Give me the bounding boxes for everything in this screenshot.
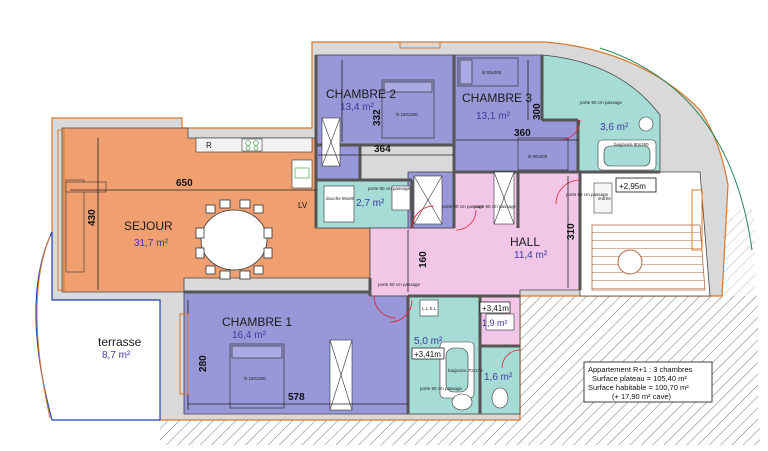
wc-bottom-area: 1,6 m² [484,372,513,383]
door-c3-label: porte 80 cm passage [474,204,517,209]
summary-line3: Surface habitable = 100,70 m² [588,383,689,392]
dim-578: 578 [288,392,305,403]
chambre1-area: 16,4 m² [232,330,267,341]
bathtub-bottom-label: baignoire 70x170 [448,368,483,373]
dim-650: 650 [176,178,193,189]
bath-fixtures [323,116,657,411]
door-swings [373,119,581,369]
shower-wc-top-label: douche 90x90 [326,196,355,201]
chambre3-area: 13,1 m² [476,111,511,122]
closets [321,117,515,411]
summary-box: Appartement R+1 : 3 chambres Surface pla… [583,361,713,403]
dim-364: 364 [374,144,391,155]
dim-332: 332 [372,109,383,126]
door-c2-label: porte 80 cm passage [442,204,485,209]
door-wc-top-label: porte 80 cm passage [368,186,411,191]
dim-280: 280 [198,355,209,372]
windows [57,41,703,395]
bed-chambre3 [457,57,569,171]
sejour-name: SEJOUR [124,219,173,233]
door-stair-label: porte 90 cm passage [566,192,609,197]
staircase [591,182,706,291]
dim-300: 300 [532,103,543,120]
chambre2-name: CHAMBRE 2 [326,87,396,101]
hall-area: 11,4 m² [514,250,548,261]
dimension-lines [70,60,578,410]
dining-table [195,199,273,280]
terrasse-area: 8,7 m² [102,350,131,361]
kitchen-counter [195,137,313,189]
summary-line1: Appartement R+1 : 3 chambres [588,365,693,374]
summary-line2: Surface plateau = 105,40 m² [592,374,687,383]
hall-name: HALL [510,235,540,249]
fridge-label: R [206,141,212,150]
dim-430: 430 [87,209,98,226]
chambre3-name: CHAMBRE 3 [462,91,532,105]
stair-entry-label: entrée [598,196,611,201]
chambre1-name: CHAMBRE 1 [222,315,292,329]
bed-c2-label: lit 160x200 [396,112,418,117]
door-bath-bottom-label: porte 80 cm passage [420,386,463,391]
curved-facade [599,47,753,251]
sejour-area: 31,7 m² [134,238,169,249]
bed-chambre2 [381,79,435,139]
dim-310: 310 [566,223,577,240]
bathtub-top-label: baignoire 80x160 [614,142,649,147]
desk-c3-label: lit 90x200 [528,154,548,159]
sofa [65,179,107,273]
dim-160: 160 [418,251,429,268]
door-c1-label: porte 80 cm passage [378,282,421,287]
fixture-labels: lit 160x200 lit 90x200 lit 90x200 lit 16… [206,70,649,391]
laundry-level: +3,41m [482,304,509,313]
bed-c1-label: lit 160x200 [244,376,266,381]
terrasse [35,231,161,421]
bath-bottom-area: 5,0 m² [414,336,443,347]
laundry-area: 1,9 m² [482,318,508,328]
laundry-machines-label: L.L S.L [422,306,437,311]
bath-top-area: 3,6 m² [600,122,629,133]
stair-level: +2,95m [619,182,646,191]
chambre2-area: 13,4 m² [340,102,375,113]
dim-360: 360 [514,128,531,139]
level-markers: +2,95m +3,41m +3,41m [411,177,657,360]
room-labels: CHAMBRE 2 13,4 m² CHAMBRE 3 13,1 m² SEJO… [98,87,629,383]
appliance-lv-label: LV [298,201,308,210]
hatched-exterior [160,210,760,445]
wc-top-area: 2,7 m² [356,198,385,209]
terrasse-name: terrasse [98,335,142,349]
dimension-labels: 650 430 364 332 300 360 310 160 280 578 [87,103,577,403]
bed-chambre1 [229,343,285,409]
summary-line4: (+ 17,90 m² cave) [612,392,671,401]
door-bath-top-label: porte 80 cm passage [580,100,623,105]
bed-c3-label: lit 90x200 [482,70,502,75]
bath-level: +3,41m [414,350,441,359]
